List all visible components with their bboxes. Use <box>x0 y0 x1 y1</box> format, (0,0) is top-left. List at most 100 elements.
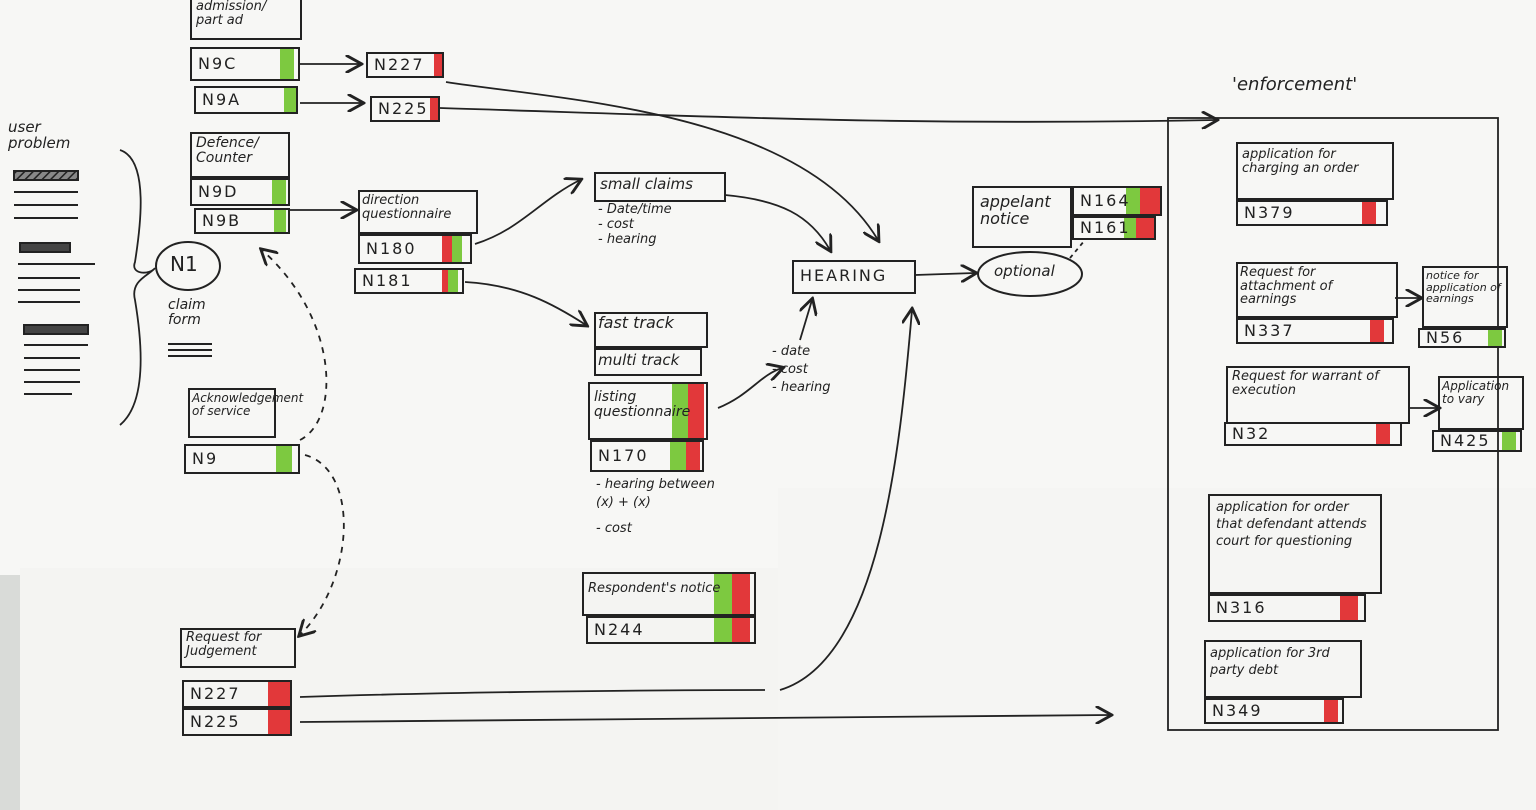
n170-red-mark <box>686 442 700 470</box>
listing-questionnaire-label: listing questionnaire <box>594 389 691 420</box>
arrow-n225-enforcement <box>439 107 1216 122</box>
listing-green-mark <box>672 384 688 438</box>
order-attend-label: application for order that defendant att… <box>1216 500 1367 549</box>
arrow-up-hearing <box>799 300 812 341</box>
n32-code: N32 <box>1232 424 1271 443</box>
n227-top-code: N227 <box>374 55 425 74</box>
acknowledgement-box <box>188 388 276 438</box>
respondent-notice-label: Respondent's notice <box>588 581 721 596</box>
small-claims-note-3: - hearing <box>598 232 657 247</box>
listing-red-mark <box>688 384 704 438</box>
n9-green-mark <box>276 446 292 472</box>
dashed-n9-n9b <box>262 250 328 441</box>
small-claims-note-1: - Date/time <box>598 202 672 217</box>
attachment-box <box>1236 262 1398 318</box>
n225-top-form: N225 <box>370 96 440 122</box>
notice-attach-box <box>1422 266 1508 328</box>
direction-questionnaire-box <box>358 190 478 234</box>
application-vary-box <box>1438 376 1524 430</box>
n225-bottom-form: N225 <box>182 708 292 736</box>
n379-form: N379 <box>1236 200 1388 226</box>
arrow-n180-small <box>474 180 580 245</box>
admission-box <box>190 0 302 40</box>
request-judgement-box <box>180 628 296 668</box>
arrow-n227-bottom-hearing <box>779 310 912 691</box>
listing-note-3: - cost <box>596 521 632 536</box>
n316-red-mark <box>1340 596 1358 620</box>
enforcement-frame <box>1167 117 1499 731</box>
arrow-small-hearing <box>724 194 830 250</box>
n337-red-mark <box>1370 320 1384 342</box>
n9a-green-mark <box>284 88 296 112</box>
n9-form: N9 <box>184 444 300 474</box>
n161-form: N161 <box>1072 216 1156 240</box>
paper-sheet-bottom-right <box>778 488 1536 810</box>
n379-red-mark <box>1362 202 1376 224</box>
n164-green-mark <box>1126 188 1140 214</box>
line-optional-n161 <box>1069 239 1086 259</box>
n425-code: N425 <box>1440 431 1491 450</box>
n181-green-mark <box>448 270 458 292</box>
charging-order-label: application for charging an order <box>1242 147 1359 176</box>
n316-form: N316 <box>1208 594 1366 622</box>
n337-code: N337 <box>1244 321 1295 340</box>
n349-form: N349 <box>1204 698 1344 724</box>
arrow-n227-hearing <box>445 81 878 240</box>
n244-green-mark <box>714 618 732 642</box>
arrow-hearing-optional <box>914 273 975 275</box>
n337-form: N337 <box>1236 318 1394 344</box>
n225-top-red-mark <box>430 98 438 120</box>
n225-bottom-code: N225 <box>190 712 241 731</box>
third-party-box <box>1204 640 1362 698</box>
direction-questionnaire-label: direction questionnaire <box>362 193 452 222</box>
defence-box <box>190 132 290 178</box>
application-vary-label: Application to vary <box>1442 379 1510 406</box>
warrant-label: Request for warrant of execution <box>1232 369 1379 398</box>
attachment-label: Request for attachment of earnings <box>1240 265 1333 308</box>
n425-form: N425 <box>1432 430 1522 452</box>
n180-red-mark <box>442 236 452 262</box>
arrow-n181-fast <box>464 281 586 325</box>
arrow-n225-bottom-enforcement <box>299 715 1110 722</box>
n1-label: N1 <box>170 252 198 276</box>
hearing-note-2: - cost <box>772 362 808 377</box>
n9a-code: N9A <box>202 90 242 109</box>
n225-bottom-red-mark <box>268 710 290 734</box>
n425-green-mark <box>1502 432 1516 450</box>
n227-bottom-code: N227 <box>190 684 241 703</box>
n9c-code: N9C <box>198 54 238 73</box>
n244-form: N244 <box>586 616 756 644</box>
n227-top-form: N227 <box>366 52 444 78</box>
n9b-form: N9B <box>194 208 290 234</box>
hearing-note-3: - hearing <box>772 380 831 395</box>
n164-form: N164 <box>1072 186 1162 216</box>
respondent-green-mark <box>714 574 732 614</box>
order-attend-box <box>1208 494 1382 594</box>
n227-bottom-form: N227 <box>182 680 292 708</box>
n9-code: N9 <box>192 449 219 468</box>
n180-green-mark <box>452 236 462 262</box>
n161-green-mark <box>1124 218 1136 238</box>
n316-code: N316 <box>1216 598 1267 617</box>
n9d-green-mark <box>272 180 286 204</box>
n56-form: N56 <box>1418 328 1506 348</box>
multi-track-box <box>594 348 702 376</box>
n164-code: N164 <box>1080 191 1131 210</box>
user-problem-label: user problem <box>8 118 71 152</box>
respondent-red-mark <box>732 574 750 614</box>
n225-top-code: N225 <box>378 99 429 118</box>
notice-attach-label: notice for application of earnings <box>1426 269 1501 306</box>
listing-questionnaire-box <box>588 382 708 440</box>
brace-user-problem <box>119 149 156 426</box>
hearing-box <box>792 260 916 294</box>
optional-ellipse <box>977 251 1083 297</box>
admission-label: admission/ part ad <box>196 0 267 28</box>
n170-form: N170 <box>590 440 704 472</box>
n170-green-mark <box>670 442 686 470</box>
appellant-notice-box <box>972 186 1072 248</box>
n244-red-mark <box>732 618 750 642</box>
small-claims-box <box>594 172 726 202</box>
arrow-listing-hearing <box>717 368 782 409</box>
n9a-form: N9A <box>194 86 298 114</box>
